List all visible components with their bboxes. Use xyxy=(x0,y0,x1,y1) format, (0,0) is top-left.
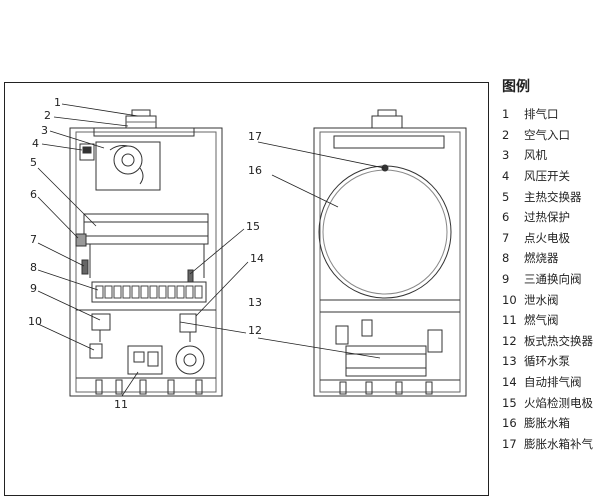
callout-17: 17 xyxy=(248,130,262,143)
legend-item: 16 膨胀水箱 xyxy=(500,413,600,434)
legend-item-number: 7 xyxy=(502,230,510,245)
legend-item-label: 膨胀水箱补气 xyxy=(524,436,593,451)
legend-item: 3 风机 xyxy=(500,145,600,166)
rear-pump xyxy=(427,329,443,353)
legend-item-number: 4 xyxy=(502,169,510,184)
callout-9: 9 xyxy=(30,282,37,295)
legend-item: 8 燃烧器 xyxy=(500,248,600,269)
ignition-electrode xyxy=(81,259,89,275)
legend: 图例 1 排气口 2 空气入口 3 风机 4 风压开关 5 主热交换器 6 过热保护 7 点火… xyxy=(500,76,600,454)
legend-item: 11 燃气阀 xyxy=(500,310,600,331)
callout-6: 6 xyxy=(30,188,37,201)
legend-title: 图例 xyxy=(502,79,530,95)
legend-item-number: 17 xyxy=(502,436,517,451)
diagram-frame xyxy=(4,82,489,496)
callout-1: 1 xyxy=(54,96,61,109)
legend-item-label: 燃气阀 xyxy=(524,313,559,328)
leader-lines xyxy=(37,103,385,397)
main-heat-exchanger xyxy=(83,213,209,245)
legend-item: 9 三通换向阀 xyxy=(500,269,600,290)
callout-13: 13 xyxy=(248,296,262,309)
gas-valve xyxy=(127,345,163,375)
front-view xyxy=(69,109,223,397)
legend-item-number: 3 xyxy=(502,148,510,163)
legend-item: 17 膨胀水箱补气 xyxy=(500,434,600,455)
drain-valve xyxy=(89,343,103,359)
callout-11: 11 xyxy=(114,398,128,411)
legend-item-number: 16 xyxy=(502,416,517,431)
legend-item: 6 过热保护 xyxy=(500,207,600,228)
legend-item-number: 8 xyxy=(502,251,510,266)
legend-item-number: 12 xyxy=(502,333,517,348)
legend-item: 14 自动排气阀 xyxy=(500,372,600,393)
legend-item-label: 主热交换器 xyxy=(524,189,582,204)
legend-item-number: 2 xyxy=(502,127,510,142)
legend-item-number: 10 xyxy=(502,292,517,307)
callout-14: 14 xyxy=(250,252,264,265)
legend-item-label: 过热保护 xyxy=(524,210,570,225)
callout-2: 2 xyxy=(44,109,51,122)
legend-item-label: 风压开关 xyxy=(524,169,570,184)
overheat-protection xyxy=(75,233,87,247)
legend-item-number: 1 xyxy=(502,107,510,122)
legend-item-number: 11 xyxy=(502,313,517,328)
legend-item-label: 排气口 xyxy=(524,107,559,122)
legend-item-number: 14 xyxy=(502,375,517,390)
legend-item-label: 循环水泵 xyxy=(524,354,570,369)
plate-heat-exchanger xyxy=(345,345,427,377)
callout-15: 15 xyxy=(246,220,260,233)
legend-item: 1 排气口 xyxy=(500,104,600,125)
legend-item-label: 风机 xyxy=(524,148,547,163)
legend-item-label: 火焰检测电极 xyxy=(524,395,593,410)
callout-5: 5 xyxy=(30,156,37,169)
callout-7: 7 xyxy=(30,233,37,246)
legend-item-label: 点火电极 xyxy=(524,230,570,245)
legend-item-number: 15 xyxy=(502,395,517,410)
callout-16: 16 xyxy=(248,164,262,177)
legend-item-label: 自动排气阀 xyxy=(524,375,582,390)
rear-casing xyxy=(313,127,467,397)
legend-item-number: 5 xyxy=(502,189,510,204)
legend-item: 2 空气入口 xyxy=(500,125,600,146)
legend-item-number: 13 xyxy=(502,354,517,369)
callout-4: 4 xyxy=(32,137,39,150)
legend-item-label: 空气入口 xyxy=(524,127,570,142)
flame-detection-electrode xyxy=(187,269,194,283)
fan xyxy=(113,145,143,175)
legend-item-number: 6 xyxy=(502,210,510,225)
legend-item: 10 泄水阀 xyxy=(500,289,600,310)
legend-item-number: 9 xyxy=(502,272,510,287)
legend-item: 7 点火电极 xyxy=(500,228,600,249)
rear-view xyxy=(313,109,467,397)
callout-3: 3 xyxy=(41,124,48,137)
legend-item-label: 膨胀水箱 xyxy=(524,416,570,431)
legend-item: 15 火焰检测电极 xyxy=(500,392,600,413)
legend-item: 4 风压开关 xyxy=(500,166,600,187)
expansion-vessel-inflation xyxy=(381,164,389,172)
legend-item-label: 三通换向阀 xyxy=(524,272,582,287)
auto-air-vent xyxy=(179,313,197,333)
legend-item-label: 燃烧器 xyxy=(524,251,559,266)
legend-item: 13 循环水泵 xyxy=(500,351,600,372)
burner xyxy=(91,281,207,303)
legend-item-label: 泄水阀 xyxy=(524,292,559,307)
callout-10: 10 xyxy=(28,315,42,328)
three-way-valve xyxy=(91,313,111,331)
callout-12: 12 xyxy=(248,324,262,337)
fan-housing xyxy=(95,141,161,191)
expansion-vessel xyxy=(318,165,452,299)
circulation-pump xyxy=(175,345,205,375)
callout-numbers: 1 2 3 4 5 6 7 8 9 10 11 12 13 14 15 16 1… xyxy=(28,96,264,411)
air-pressure-switch xyxy=(79,143,95,161)
legend-item-label: 板式热交换器 xyxy=(524,333,593,348)
legend-item: 12 板式热交换器 xyxy=(500,331,600,352)
legend-item: 5 主热交换器 xyxy=(500,186,600,207)
callout-8: 8 xyxy=(30,261,37,274)
front-casing xyxy=(69,127,223,397)
